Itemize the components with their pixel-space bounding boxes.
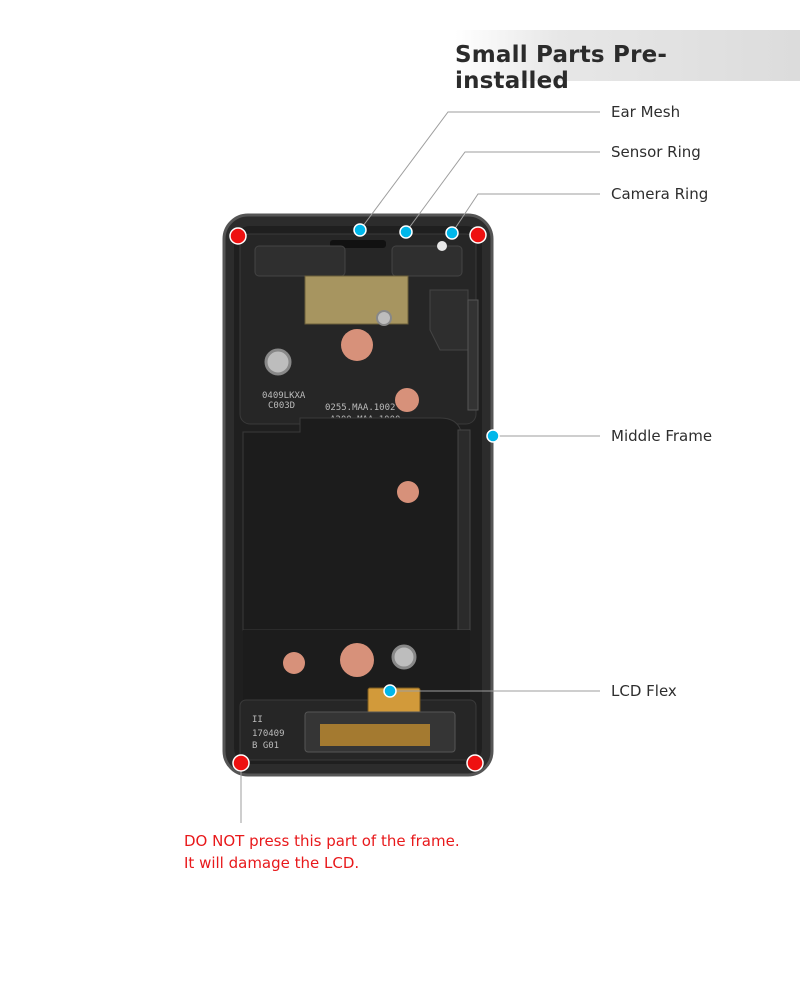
camera-hole — [437, 241, 447, 251]
side-rail — [457, 429, 471, 631]
callout-lcd-flex: LCD Flex — [611, 682, 677, 700]
copper-pad-5 — [340, 643, 374, 677]
callout-middle-frame: Middle Frame — [611, 427, 713, 445]
svg-text:0409LKXA: 0409LKXA — [262, 391, 306, 401]
marker-lcd-flex — [383, 684, 397, 698]
copper-pad-2 — [395, 388, 419, 412]
header-banner: Small Parts Pre-installed — [455, 30, 800, 94]
foil-pad — [304, 275, 409, 325]
callout-ear-mesh: Ear Mesh — [611, 103, 681, 121]
svg-text:170409: 170409 — [252, 729, 285, 739]
flex-connector — [320, 724, 430, 746]
copper-pad-1 — [341, 329, 373, 361]
svg-text:B G01: B G01 — [252, 741, 279, 751]
copper-pad-4 — [283, 652, 305, 674]
svg-text:C003D: C003D — [268, 401, 295, 411]
side-bracket — [429, 289, 469, 351]
warning-marker-bottom-left — [232, 754, 250, 772]
ear-speaker-slot — [330, 240, 386, 248]
svg-text:0255.MAA.1002: 0255.MAA.1002 — [325, 403, 395, 413]
metal-screw-2 — [376, 310, 392, 326]
copper-pad-3 — [397, 481, 419, 503]
metal-screw-3 — [391, 644, 417, 670]
svg-text:II: II — [252, 715, 263, 725]
leader-camera-ring — [451, 193, 600, 234]
warning-line-1: DO NOT press this part of the frame. — [184, 832, 460, 850]
callout-sensor-ring: Sensor Ring — [611, 143, 701, 161]
side-buttons-strip — [467, 299, 479, 411]
leader-sensor-ring — [405, 151, 600, 233]
middle-plate — [242, 417, 463, 631]
warning-marker-top-left — [229, 227, 247, 245]
top-components-right — [391, 245, 463, 277]
marker-middle-frame — [486, 429, 500, 443]
warning-marker-top-right — [469, 226, 487, 244]
leader-ear-mesh — [359, 111, 600, 231]
callout-camera-ring: Camera Ring — [611, 185, 709, 203]
marker-camera-ring — [445, 226, 459, 240]
bottom-stamp: II 170409 B G01 — [252, 715, 285, 751]
top-components — [254, 245, 346, 277]
marker-ear-mesh — [353, 223, 367, 237]
warning-marker-bottom-right — [466, 754, 484, 772]
warning-note: DO NOT press this part of the frame. It … — [184, 830, 460, 874]
marker-sensor-ring — [399, 225, 413, 239]
banner-title: Small Parts Pre-installed — [455, 42, 668, 94]
warning-line-2: It will damage the LCD. — [184, 854, 360, 872]
metal-screw-1 — [264, 348, 292, 376]
